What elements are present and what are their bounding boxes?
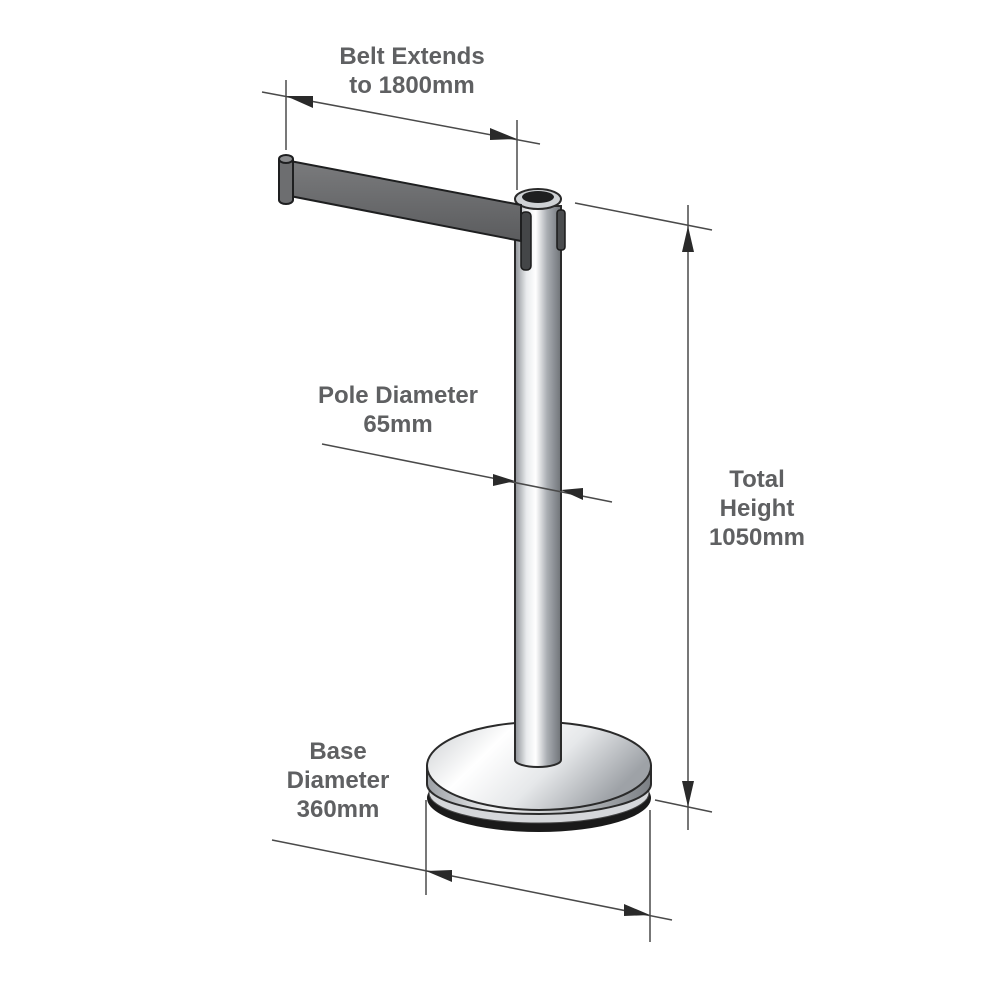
belt-arrow-right — [490, 128, 517, 140]
pole-arrow-left — [493, 474, 515, 486]
pole-arrow-right — [561, 488, 583, 500]
pole-dimension — [321, 443, 613, 503]
belt-end-clip-top — [278, 154, 294, 164]
height-extension-line-top — [574, 202, 713, 231]
height-arrow-bottom — [682, 781, 694, 807]
pole-label-line-1: Pole Diameter — [317, 382, 479, 409]
base-dimension-line — [271, 839, 673, 921]
base-arrow-right — [624, 904, 650, 916]
height-label-line-2: Height — [719, 495, 795, 522]
height-arrow-top — [682, 226, 694, 252]
pole-top-cap-inner — [522, 191, 554, 203]
pole-label-line-2: 65mm — [363, 411, 433, 438]
belt-label-line-2: to 1800mm — [349, 72, 475, 99]
height-label-line-1: Total — [729, 466, 785, 493]
height-dimension — [574, 202, 713, 830]
height-label-line-3: 1050mm — [708, 524, 806, 551]
base-label-line-2: Diameter — [286, 767, 390, 794]
belt-extends-label: Belt Extends to 1800mm — [292, 42, 532, 100]
belt — [278, 154, 522, 243]
base-label-line-1: Base — [309, 738, 367, 765]
belt-arrow-left — [286, 96, 313, 108]
pole — [514, 188, 566, 768]
base-arrow-left — [426, 870, 452, 882]
belt-clip — [556, 209, 566, 251]
belt-label-line-1: Belt Extends — [339, 43, 485, 70]
base-diameter-label: Base Diameter 360mm — [258, 737, 418, 824]
belt-slot — [520, 211, 532, 271]
height-extension-line-bottom — [654, 799, 713, 813]
belt-end-clip — [278, 159, 294, 205]
belt-strap — [289, 159, 522, 243]
base-dimension — [271, 800, 673, 942]
total-height-label: Total Height 1050mm — [672, 465, 842, 552]
pole-dimension-line — [321, 443, 613, 503]
base — [426, 721, 652, 832]
belt-dimension — [261, 80, 541, 190]
pole-diameter-label: Pole Diameter 65mm — [278, 381, 518, 439]
base-label-line-3: 360mm — [296, 796, 380, 823]
